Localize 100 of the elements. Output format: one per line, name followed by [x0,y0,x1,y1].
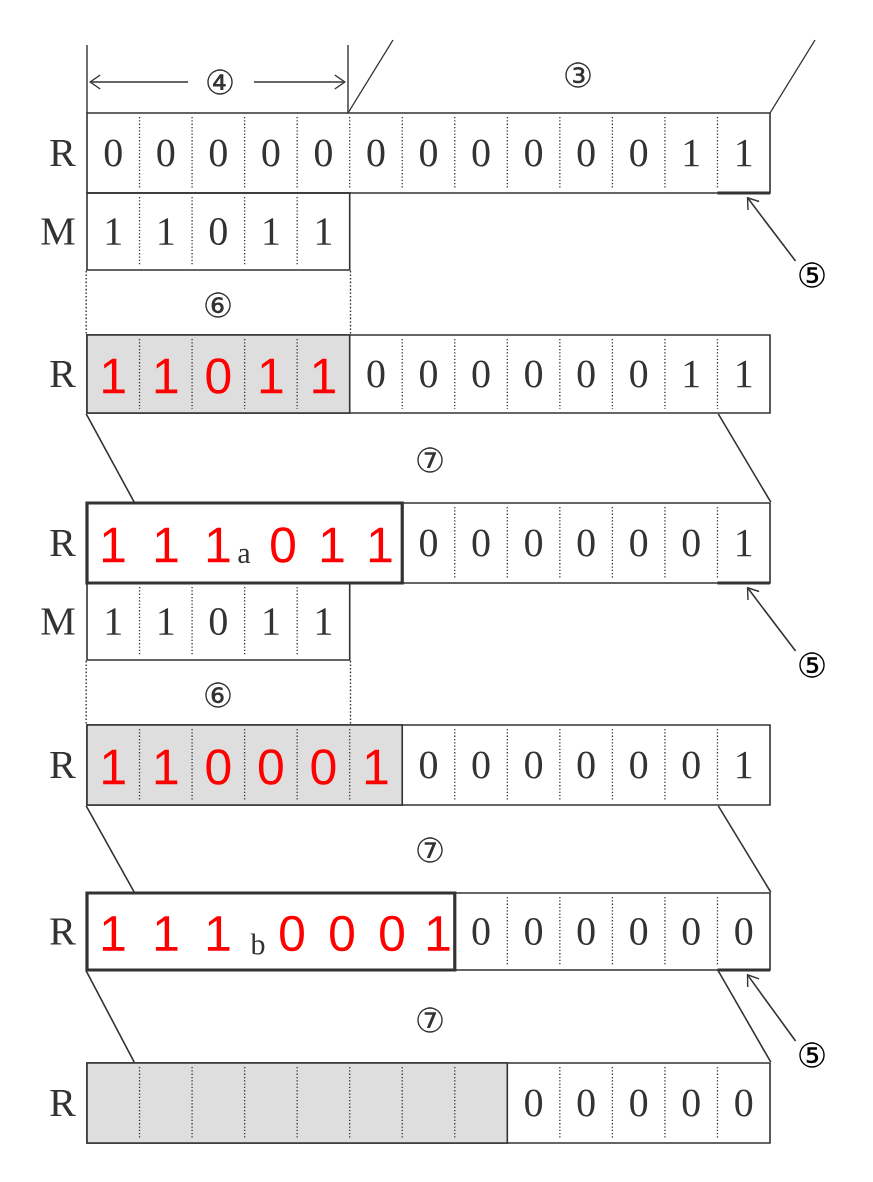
shaded-segment [86,1062,509,1144]
shift-line [717,413,772,503]
bit-value: 0 [367,139,385,167]
bit-value: 1 [207,527,230,563]
shift-line [717,970,772,1063]
bit-value: 0 [209,218,227,245]
bit-value: 0 [206,749,231,785]
bit-value: 0 [682,529,700,557]
bit-value: 0 [682,918,700,945]
bit-value: 0 [420,751,437,779]
bit-value: 0 [525,918,543,945]
bit-value: 0 [420,139,437,167]
bit-value: 0 [280,915,304,952]
bit-value: 0 [577,139,595,167]
bit-value: 0 [157,139,175,167]
bit-value: 1 [737,360,752,388]
bit-value: 1 [155,749,178,785]
bit-value: 0 [682,1089,700,1117]
bit-value: 0 [472,751,490,779]
register-name: M [41,218,75,245]
register-name: R [50,529,76,557]
shift-line [85,970,135,1063]
bit-value: 0 [735,918,753,945]
callout-number: ⑦ [417,837,443,863]
shift-line [717,805,772,893]
guide-line [85,270,87,335]
callout-number: ⑤ [799,262,825,288]
bit-value: 0 [630,529,648,557]
bit-value: 0 [209,608,227,635]
bit-value: 1 [684,360,699,388]
bit-value: 0 [630,360,648,388]
bit-value: 1 [106,608,121,635]
bit-value: 0 [472,360,490,388]
bit-value: 0 [577,751,595,779]
bit-value: 1 [313,358,335,394]
bit-value: 1 [316,608,331,635]
bit-value: 1 [264,218,279,245]
register-name: R [50,139,76,167]
register-name: R [50,1089,76,1117]
bit-value: 0 [206,358,231,394]
bit-value: 0 [577,1089,595,1117]
bit-value: 0 [525,1089,543,1117]
callout-number: ⑥ [205,292,231,318]
callout-number: ⑤ [799,652,825,678]
bit-value: 0 [380,915,404,952]
register-name: M [41,608,75,635]
bit-value: 1 [316,218,331,245]
bit-value: 1 [102,916,125,951]
leader-line [746,973,797,1042]
bit-value: 1 [102,527,125,563]
shift-line [85,413,135,503]
bit-value: 0 [735,1089,753,1117]
bit-value: 1 [264,608,279,635]
bit-value: 1 [155,527,178,563]
bit-value: 1 [207,916,230,951]
callout-number: ④ [207,69,233,95]
bit-value: 1 [427,916,450,951]
register-name: R [50,360,76,388]
bit-value: 1 [321,527,344,563]
guide-line [349,270,352,335]
bit-value: 0 [314,139,332,167]
segment-letter: b [250,933,265,955]
leader-line [746,196,797,262]
bit-value: 0 [630,918,648,945]
bit-value: 0 [577,918,595,945]
bit-value: 1 [155,916,178,951]
bit-value: 0 [420,529,437,557]
bit-value: 1 [260,358,283,394]
bit-value: 0 [472,139,490,167]
bit-value: 0 [682,751,700,779]
bit-value: 1 [159,608,174,635]
bit-value: 1 [737,751,752,779]
bit-value: 1 [103,358,125,394]
bit-value: 1 [103,749,125,785]
register-name: R [50,751,76,779]
bit-value: 1 [365,749,388,785]
bit-value: 0 [525,139,543,167]
bit-value: 0 [472,918,490,945]
bit-value: 0 [472,529,490,557]
bit-value: 0 [420,360,437,388]
guide-line [85,660,87,725]
bit-value: 1 [737,139,752,167]
bit-value: 0 [262,139,280,167]
bit-value: 0 [525,751,543,779]
bit-value: 1 [106,218,121,245]
bit-value: 0 [311,749,336,785]
callout-number: ⑤ [799,1042,825,1068]
callout-number: ⑥ [205,682,231,708]
segment-letter: a [238,548,251,564]
bit-value: 1 [737,529,752,557]
bit-value: 0 [104,139,122,167]
bit-value: 0 [630,1089,648,1117]
bit-value: 1 [369,527,392,563]
shift-line [85,805,135,893]
callout-number: ⑦ [417,447,443,473]
callout-number: ⑦ [417,1007,443,1033]
bit-value: 1 [684,139,699,167]
bit-value: 1 [159,218,174,245]
register-name: R [50,918,76,945]
bit-value: 0 [271,527,295,563]
